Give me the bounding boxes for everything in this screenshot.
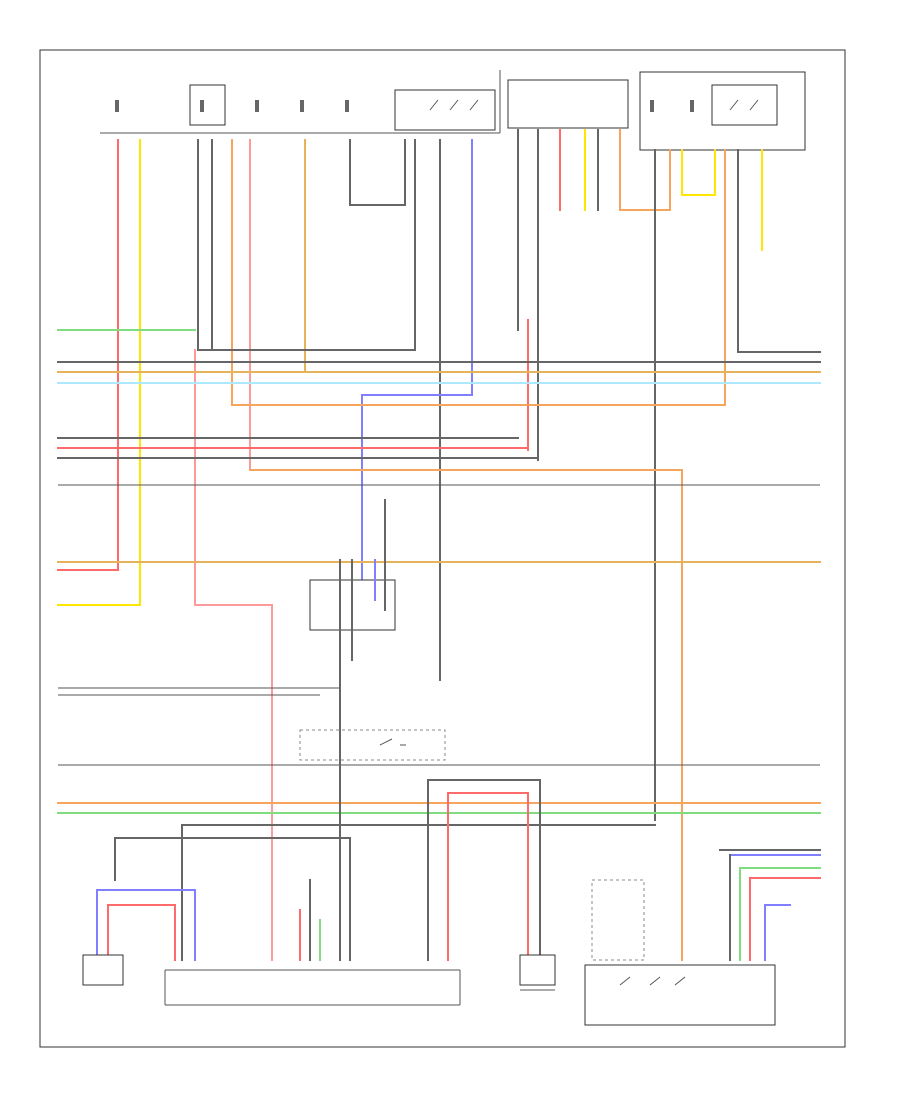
- mid-switch-block: [299, 729, 446, 761]
- control-module-bottom: [164, 969, 461, 1006]
- bottom-wires: [96, 687, 821, 961]
- vertical-wires-top: [117, 129, 821, 961]
- connector-left-bottom: [82, 954, 124, 986]
- fuse-icons: [115, 100, 694, 112]
- fuse-block-top-left: [100, 70, 501, 134]
- switch-bottom-right: [584, 879, 776, 1026]
- relay-block-top-right: [639, 71, 806, 151]
- diagram-frame: [39, 49, 846, 1048]
- relay-switch-icons: [429, 99, 759, 111]
- relay-block-top-center: [507, 79, 629, 129]
- mid-connector-block: [309, 499, 396, 689]
- sensor-bottom-center: [519, 954, 556, 991]
- horizontal-bus-wires: [57, 329, 821, 961]
